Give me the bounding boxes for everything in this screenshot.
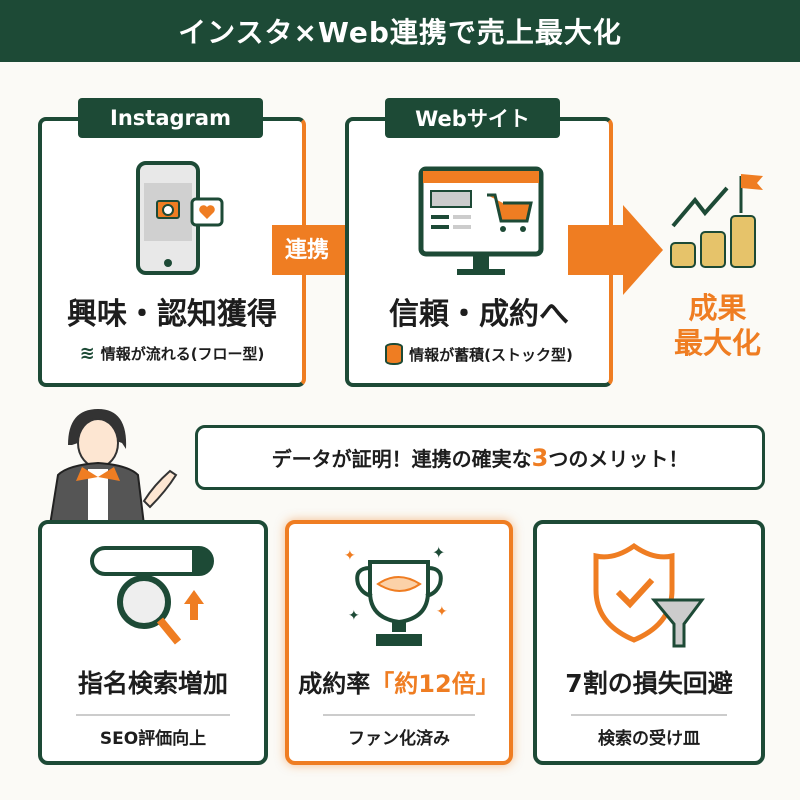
page-title: インスタ×Web連携で売上最大化 xyxy=(0,0,800,62)
merit-card-loss: 7割の損失回避 検索の受け皿 xyxy=(533,520,765,765)
website-tab: Webサイト xyxy=(385,98,560,138)
website-heading: 信頼・成約へ xyxy=(389,297,569,332)
speech-text-after: つのメリット！ xyxy=(548,447,689,471)
merit-card-search: 指名検索増加 SEO評価向上 xyxy=(38,520,268,765)
card-title-prefix: 成約率 xyxy=(298,670,371,698)
svg-text:✦: ✦ xyxy=(344,548,356,564)
instagram-subtitle: 情報が流れる(フロー型) xyxy=(100,345,265,363)
growth-coins-icon xyxy=(670,174,763,268)
card-title: 指名検索増加 xyxy=(77,669,228,698)
divider xyxy=(323,714,475,716)
card-subtitle: ファン化済み xyxy=(348,729,450,749)
card-subtitle: 検索の受け皿 xyxy=(598,729,700,749)
divider xyxy=(571,714,727,716)
smartphone-icon xyxy=(136,161,224,275)
instagram-panel: 興味・認知獲得 ≋ 情報が流れる(フロー型) xyxy=(38,117,306,387)
card-title: 7割の損失回避 xyxy=(565,669,733,698)
trophy-handshake-icon: ✦ ✦ ✦ ✦ xyxy=(344,543,448,646)
card-title-highlight: 「約12倍」 xyxy=(370,670,500,698)
result-arrow xyxy=(568,205,663,295)
instagram-heading: 興味・認知獲得 xyxy=(67,297,277,332)
result-line1: 成果 xyxy=(688,291,747,325)
speech-text-before: データが証明！連携の確実な xyxy=(271,447,532,471)
shield-funnel-icon xyxy=(593,542,705,648)
speech-number: 3 xyxy=(531,443,549,472)
svg-text:✦: ✦ xyxy=(348,608,360,624)
card-title: 成約率「約12倍」 xyxy=(289,664,509,699)
divider xyxy=(76,714,230,716)
result-line2: 最大化 xyxy=(673,326,761,360)
card-subtitle: SEO評価向上 xyxy=(99,729,207,749)
monitor-cart-icon xyxy=(418,166,544,275)
svg-text:✦: ✦ xyxy=(432,543,445,562)
wind-icon: ≋ xyxy=(79,343,95,364)
database-icon xyxy=(385,343,404,365)
website-subtitle: 情報が蓄積(ストック型) xyxy=(409,345,573,364)
presenter-illustration xyxy=(48,409,178,525)
instagram-tab: Instagram xyxy=(78,98,263,138)
search-magnifier-icon xyxy=(90,546,214,645)
svg-text:✦: ✦ xyxy=(436,604,448,620)
merit-card-conversion: ✦ ✦ ✦ ✦ 成約率「約12倍」 ファン化済み xyxy=(285,520,513,765)
link-arrow-label: 連携 xyxy=(285,238,330,263)
